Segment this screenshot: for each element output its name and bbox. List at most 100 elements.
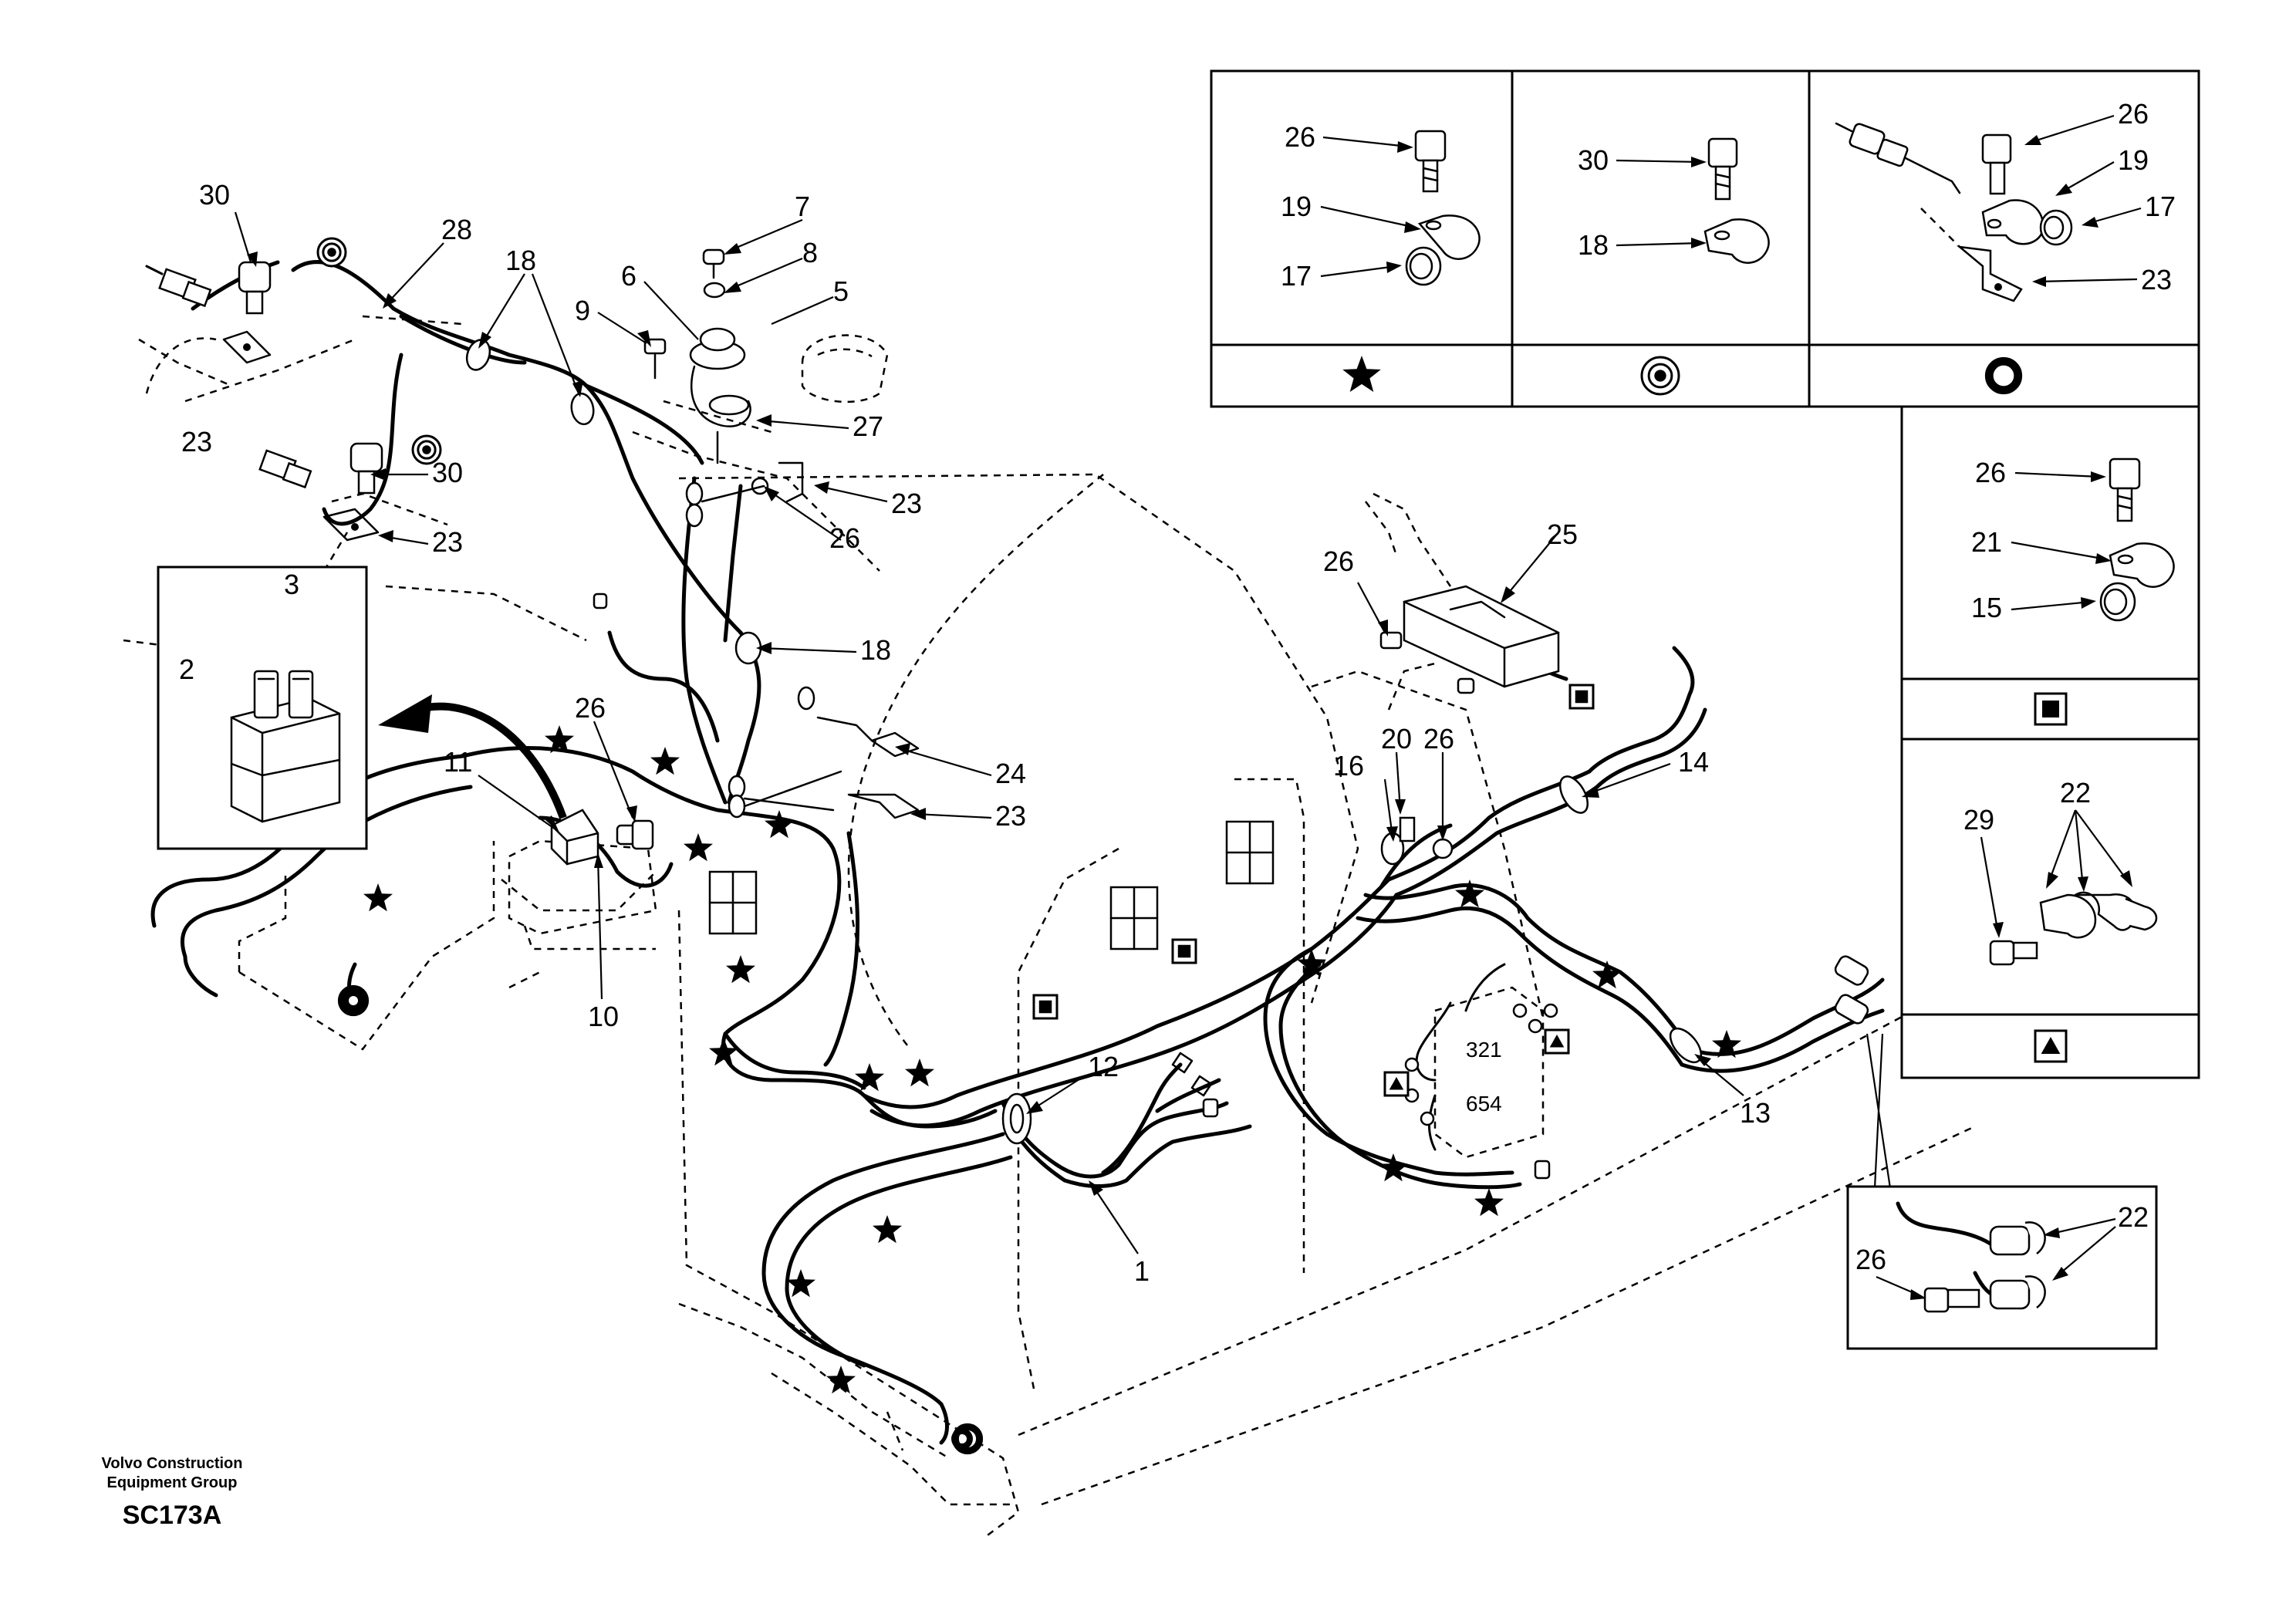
connector-mid-left: [258, 442, 383, 542]
callout-9: 9: [575, 295, 590, 326]
bottom-detail-frame: [1846, 1185, 2158, 1350]
connector-block-b: [1109, 886, 1159, 950]
callout-23c: 23: [891, 488, 922, 519]
harness-triangle-2: [1383, 1071, 1410, 1097]
callout-26d: 26: [1423, 723, 1454, 755]
callout-26c: 26: [1323, 545, 1354, 577]
detail-stack: 26 21 15 29 22: [1900, 405, 2200, 1079]
connector-top-left: [145, 261, 272, 315]
cell3-label-23: 23: [2141, 264, 2172, 295]
harness-star-6: [709, 1038, 738, 1066]
harness-star-10: [786, 1269, 815, 1298]
legend-symbol-triangle: [2034, 1029, 2068, 1063]
harness-star-9: [873, 1215, 902, 1244]
harness-star-2: [363, 883, 393, 912]
legend-symbol-star: [1342, 356, 1381, 392]
bracket-23a: [222, 330, 272, 364]
drawing-code: SC173A: [123, 1501, 222, 1530]
callout-18b: 18: [860, 634, 891, 666]
harness-star-17: [1474, 1188, 1504, 1217]
stack2-label-29: 29: [1963, 804, 1994, 836]
cell2-label-18: 18: [1578, 229, 1609, 261]
legend-symbol-square: [2034, 692, 2068, 726]
callout-23a: 23: [181, 426, 212, 457]
harness-star-15: [1712, 1030, 1741, 1058]
callout-12: 12: [1088, 1051, 1119, 1082]
harness-square-3: [1032, 994, 1059, 1020]
harness-star-4: [765, 810, 794, 839]
sensor-label-top: 321: [1466, 1038, 1502, 1062]
detail-stack-frame: [1900, 405, 2200, 1079]
harness-symbols: [316, 237, 1741, 1455]
harness-ring-2: [951, 1423, 984, 1455]
detail-cell-bullseye: 30 18: [1578, 137, 1770, 264]
callout-14: 14: [1678, 746, 1709, 778]
stack1-label-26: 26: [1975, 457, 2006, 488]
sensor-label-bottom: 654: [1466, 1092, 1502, 1116]
footer: Volvo Construction Equipment Group SC173…: [102, 1455, 243, 1530]
harness-ring-1: [337, 984, 370, 1017]
harness-star-7: [855, 1063, 884, 1092]
harness-star-0: [545, 725, 574, 754]
callout-30a: 30: [199, 179, 230, 211]
callout-23b: 23: [432, 526, 463, 558]
callout-24: 24: [995, 758, 1026, 789]
callout-13: 13: [1740, 1097, 1771, 1129]
harness-star-12: [1455, 880, 1484, 908]
callout-labels: 30 28 18 7 8 6 5 9 27 23 30 23 23 26 18 …: [181, 179, 1771, 1287]
detail-cell-square: 26 21 15: [1971, 457, 2175, 623]
legend-symbol-bullseye: [1640, 356, 1680, 396]
legend-row: [1342, 356, 2023, 396]
cell3-label-17: 17: [2145, 191, 2176, 222]
callout-25: 25: [1547, 518, 1578, 550]
cell1-label-17: 17: [1281, 260, 1312, 292]
detail-cell-star: 26 19 17: [1281, 121, 1481, 292]
stack1-label-21: 21: [1971, 526, 2002, 558]
callout-16: 16: [1333, 750, 1364, 782]
connector-block-a: [708, 870, 758, 935]
harness-star-13: [1297, 949, 1326, 977]
cell1-label-26: 26: [1285, 121, 1315, 153]
legend-symbol-ring: [1984, 356, 2023, 395]
callout-27: 27: [853, 410, 883, 442]
harness-star-5: [726, 955, 755, 984]
bottom-label-22: 22: [2118, 1201, 2149, 1233]
callout-28: 28: [441, 214, 472, 245]
callout-1: 1: [1134, 1255, 1150, 1287]
footer-company-line2: Equipment Group: [107, 1474, 238, 1491]
cell3-label-26: 26: [2118, 98, 2149, 130]
callout-30b: 30: [432, 457, 463, 488]
detail-cell-ring: 26 19 17 23: [1835, 98, 2176, 302]
callout-6: 6: [621, 260, 636, 292]
harness-star-11: [826, 1366, 856, 1394]
relay-detail-inset: 3 2: [157, 566, 368, 850]
footer-company-line1: Volvo Construction: [102, 1455, 243, 1472]
harness-star-14: [1592, 961, 1622, 989]
callout-26b: 26: [575, 692, 606, 724]
control-unit-25: [1379, 585, 1560, 688]
stack2-label-22: 22: [2060, 777, 2091, 809]
connector-block-c: [1225, 820, 1275, 885]
detail-table: 26 19 17 30 18 26: [1210, 69, 2200, 408]
harness-square-2: [1171, 938, 1197, 964]
harness-star-16: [1379, 1153, 1408, 1182]
sensor-cluster: 321 654: [1404, 986, 1558, 1159]
callout-5: 5: [833, 275, 849, 307]
sender-unit: [643, 248, 751, 464]
callout-7: 7: [795, 191, 810, 222]
harness-star-1: [650, 747, 680, 775]
callout-23d: 23: [995, 800, 1026, 832]
harness-star-3: [684, 833, 713, 862]
harness-star-8: [905, 1058, 934, 1087]
callout-20: 20: [1381, 723, 1412, 755]
callout-8: 8: [802, 237, 818, 268]
relay-11: [550, 809, 654, 866]
inset-label-2: 2: [179, 653, 194, 685]
harness-triangle-1: [1544, 1028, 1570, 1055]
callout-18a: 18: [505, 245, 536, 276]
stack1-label-15: 15: [1971, 592, 2002, 623]
stack-legend: [2034, 692, 2068, 1063]
inset-label-3: 3: [284, 569, 299, 600]
